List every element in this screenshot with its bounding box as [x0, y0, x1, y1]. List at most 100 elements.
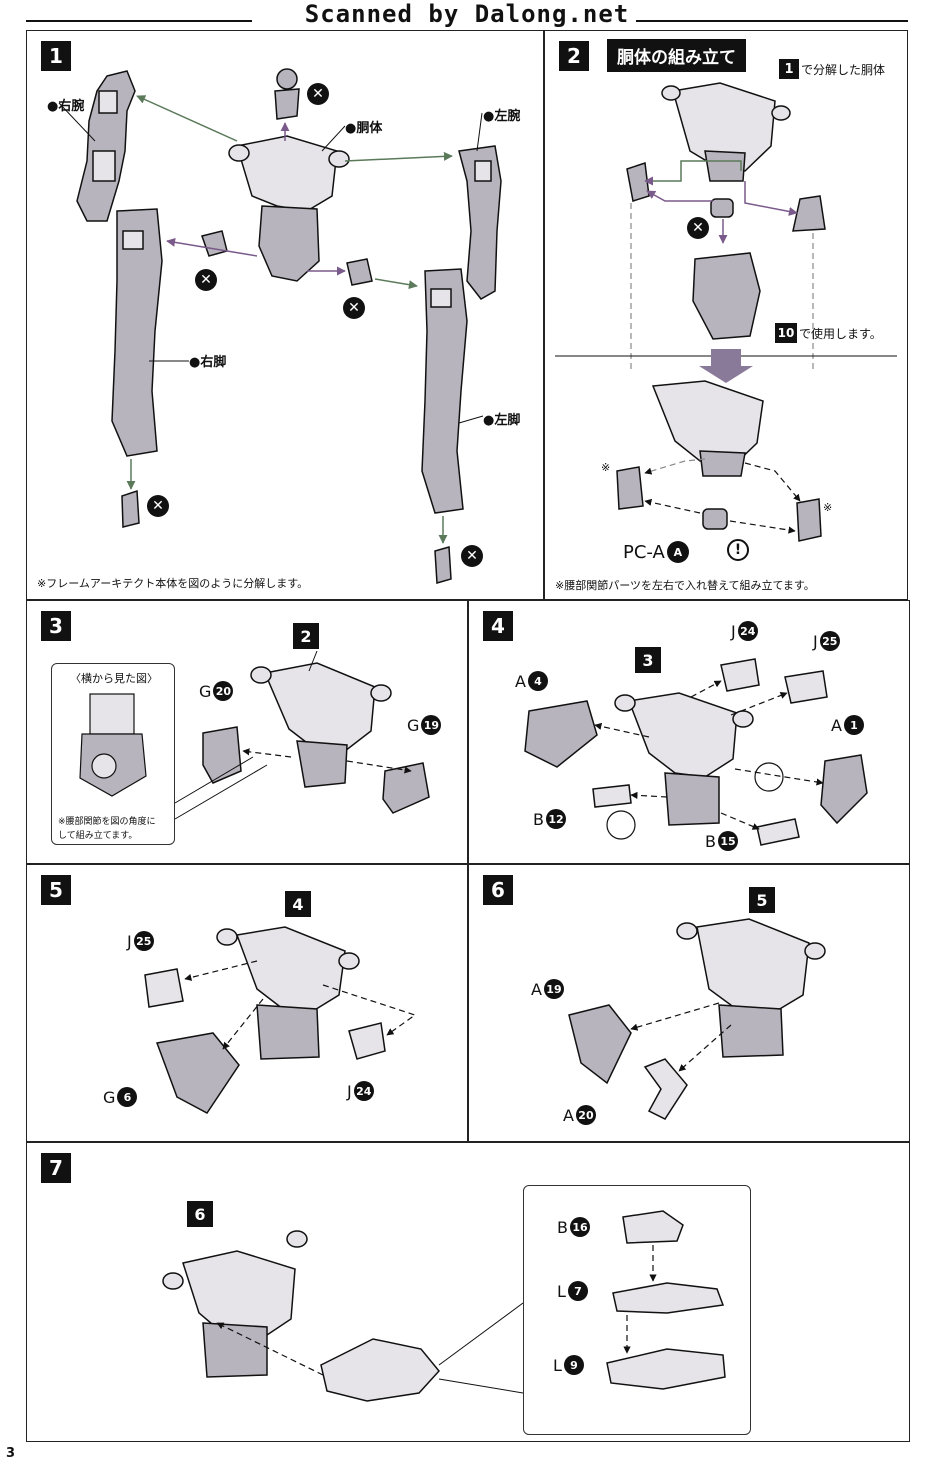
skirt-assembly-part	[320, 1338, 440, 1402]
a19-part	[568, 1004, 632, 1085]
torso-assembled-part	[651, 380, 764, 477]
left-leg-part	[421, 268, 468, 514]
g6-part	[155, 1032, 240, 1114]
g19-label: G 19	[407, 715, 442, 735]
a20-part	[643, 1058, 688, 1120]
j24-part	[720, 658, 760, 692]
foot-peg-right-part	[434, 546, 452, 584]
side-view-note-2: して組み立てます。	[58, 831, 138, 841]
remove-foot-right-icon: ✕	[461, 545, 483, 567]
head-peg-part	[274, 68, 300, 120]
step-6-illustration	[568, 918, 826, 1120]
remove-hip-right-icon: ✕	[343, 297, 365, 319]
a4-part	[524, 700, 598, 768]
swap-mark-left: ※	[601, 461, 611, 474]
label-right-leg: ●右脚	[189, 355, 227, 370]
step-1-number: 1	[41, 41, 71, 71]
step-7-ref-number: 6	[187, 1201, 213, 1227]
header-title: Scanned by Dalong.net	[304, 0, 630, 28]
step-2-use-text: で使用します。	[799, 327, 882, 341]
right-arm-part	[76, 70, 136, 222]
swapped-joint-left-part	[616, 466, 644, 510]
l7-label: L 7	[557, 1281, 588, 1301]
hip-joint-left-part	[201, 230, 228, 257]
waist-joint-right-part	[792, 195, 826, 232]
b16-part	[622, 1210, 684, 1244]
a1-label: A 1	[831, 715, 864, 735]
b16-label: B 16	[557, 1217, 590, 1237]
label-left-leg: ●左脚	[483, 413, 521, 428]
side-view-note-1: ※腰部関節を図の角度に	[58, 817, 156, 827]
step-6-ref-number: 5	[749, 887, 775, 913]
g20-label: G 20	[199, 681, 234, 701]
step-7-panel: 7 6 B 16 L 7 L 9	[26, 1142, 910, 1442]
l9-label: L 9	[553, 1355, 584, 1375]
step-2-ref-number: 1	[779, 59, 799, 79]
step-7-number: 7	[41, 1153, 71, 1183]
step-1-illustration	[58, 68, 502, 584]
step-5-number: 5	[41, 875, 71, 905]
step-6-panel: 6 5 A 19 A 20	[468, 864, 910, 1142]
torso-part	[228, 135, 350, 282]
step-2-illustration	[555, 82, 897, 542]
step-5-panel: 5 4 J 25 G 6 J 24	[26, 864, 468, 1142]
step-2-note: ※腰部関節パーツを左右で入れ替えて組み立てます。	[555, 579, 815, 592]
step-4-panel: 4 3 J 24 J 25 A 4 A 1	[468, 600, 910, 864]
g19-part	[382, 762, 430, 814]
label-right-arm: ●右腕	[47, 99, 85, 114]
scan-header: Scanned by Dalong.net	[0, 0, 934, 30]
step-2-ref-text: で分解した胴体	[801, 63, 886, 77]
side-view-title: 〈横から見た図〉	[70, 672, 158, 685]
b15-detail-circle	[754, 762, 784, 792]
step-5-torso-part	[216, 926, 360, 1060]
step-4-torso-part	[614, 692, 754, 826]
j25-part	[784, 670, 828, 704]
step-1-note: ※フレームアーキテクト本体を図のように分解します。	[37, 577, 309, 590]
header-rule-left	[26, 20, 252, 22]
j24-label-5: J 24	[347, 1081, 374, 1101]
side-view-inset: 〈横から見た図〉 ※腰部関節を図の角度に して組み立てます。	[51, 663, 175, 845]
right-leg-part	[111, 208, 163, 457]
step-3-number: 3	[41, 611, 71, 641]
remove-foot-left-icon: ✕	[147, 495, 169, 517]
b12-part	[592, 784, 632, 808]
step-2-title: 胴体の組み立て	[607, 39, 746, 72]
b15-label: B 15	[705, 831, 738, 851]
step-2-number: 2	[559, 41, 589, 71]
j25-part-5	[144, 968, 184, 1008]
remove-center-joint-icon: ✕	[687, 217, 709, 239]
hip-joint-right-part	[346, 258, 373, 286]
j24-part-5	[348, 1022, 386, 1060]
step-3-illustration	[174, 650, 430, 820]
j25-label-5: J 25	[127, 931, 154, 951]
step-7-illustration	[162, 1210, 726, 1402]
center-joint-part	[710, 198, 734, 218]
label-left-arm: ●左腕	[483, 109, 521, 124]
waist-joint-left-part	[626, 161, 650, 202]
remove-hip-left-icon: ✕	[195, 269, 217, 291]
step-5-ref-number: 4	[285, 891, 311, 917]
step-1-panel: 1	[26, 30, 544, 600]
remove-head-icon: ✕	[307, 83, 329, 105]
left-arm-part	[458, 145, 502, 300]
g6-label: G 6	[103, 1087, 138, 1107]
caution-icon: !	[727, 539, 749, 561]
step-4-number: 4	[483, 611, 513, 641]
torso-upper-part	[661, 82, 791, 182]
step-6-number: 6	[483, 875, 513, 905]
g20-part	[202, 726, 242, 784]
l9-part	[606, 1348, 726, 1390]
step-3-torso-part	[250, 662, 392, 788]
page-number: 3	[6, 1446, 16, 1461]
a4-label: A 4	[515, 671, 548, 691]
label-torso: ●胴体	[345, 121, 383, 136]
step-6-torso-part	[676, 918, 826, 1058]
step-5-illustration	[144, 926, 417, 1114]
lower-body-part	[692, 252, 761, 340]
step-4-illustration	[524, 658, 868, 846]
a19-label: A 19	[531, 979, 564, 999]
b12-label: B 12	[533, 809, 566, 829]
swapped-joint-right-part	[796, 498, 822, 542]
swap-mark-right: ※	[823, 501, 833, 514]
l7-part	[612, 1282, 725, 1314]
